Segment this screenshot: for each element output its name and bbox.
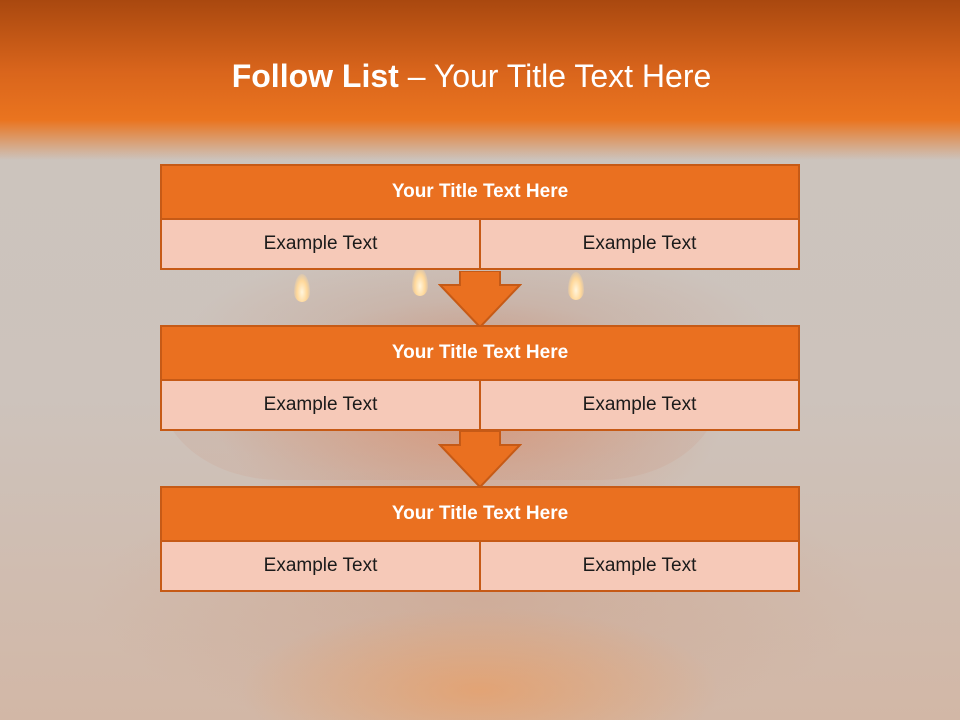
- block-row: Example Text Example Text: [160, 220, 800, 270]
- down-arrow-icon: [438, 271, 522, 329]
- list-block-3: Your Title Text Here Example Text Exampl…: [160, 486, 800, 592]
- block-cell-left: Example Text: [160, 381, 481, 431]
- block-title: Your Title Text Here: [160, 164, 800, 220]
- block-row: Example Text Example Text: [160, 542, 800, 592]
- candle-flame-icon: [412, 268, 428, 296]
- title-bold: Follow List: [231, 58, 399, 94]
- title-rest: Your Title Text Here: [433, 58, 712, 94]
- block-cell-right: Example Text: [481, 220, 800, 270]
- header-band: [0, 0, 960, 160]
- title-dash: –: [398, 58, 434, 94]
- block-title: Your Title Text Here: [160, 486, 800, 542]
- slide-title: Follow List – Your Title Text Here: [0, 56, 943, 96]
- down-arrow-icon: [438, 431, 522, 489]
- block-row: Example Text Example Text: [160, 381, 800, 431]
- candle-flame-icon: [568, 272, 584, 300]
- list-block-1: Your Title Text Here Example Text Exampl…: [160, 164, 800, 270]
- block-cell-right: Example Text: [481, 381, 800, 431]
- block-cell-right: Example Text: [481, 542, 800, 592]
- candle-flame-icon: [294, 274, 310, 302]
- list-block-2: Your Title Text Here Example Text Exampl…: [160, 325, 800, 431]
- block-cell-left: Example Text: [160, 220, 481, 270]
- block-title: Your Title Text Here: [160, 325, 800, 381]
- block-cell-left: Example Text: [160, 542, 481, 592]
